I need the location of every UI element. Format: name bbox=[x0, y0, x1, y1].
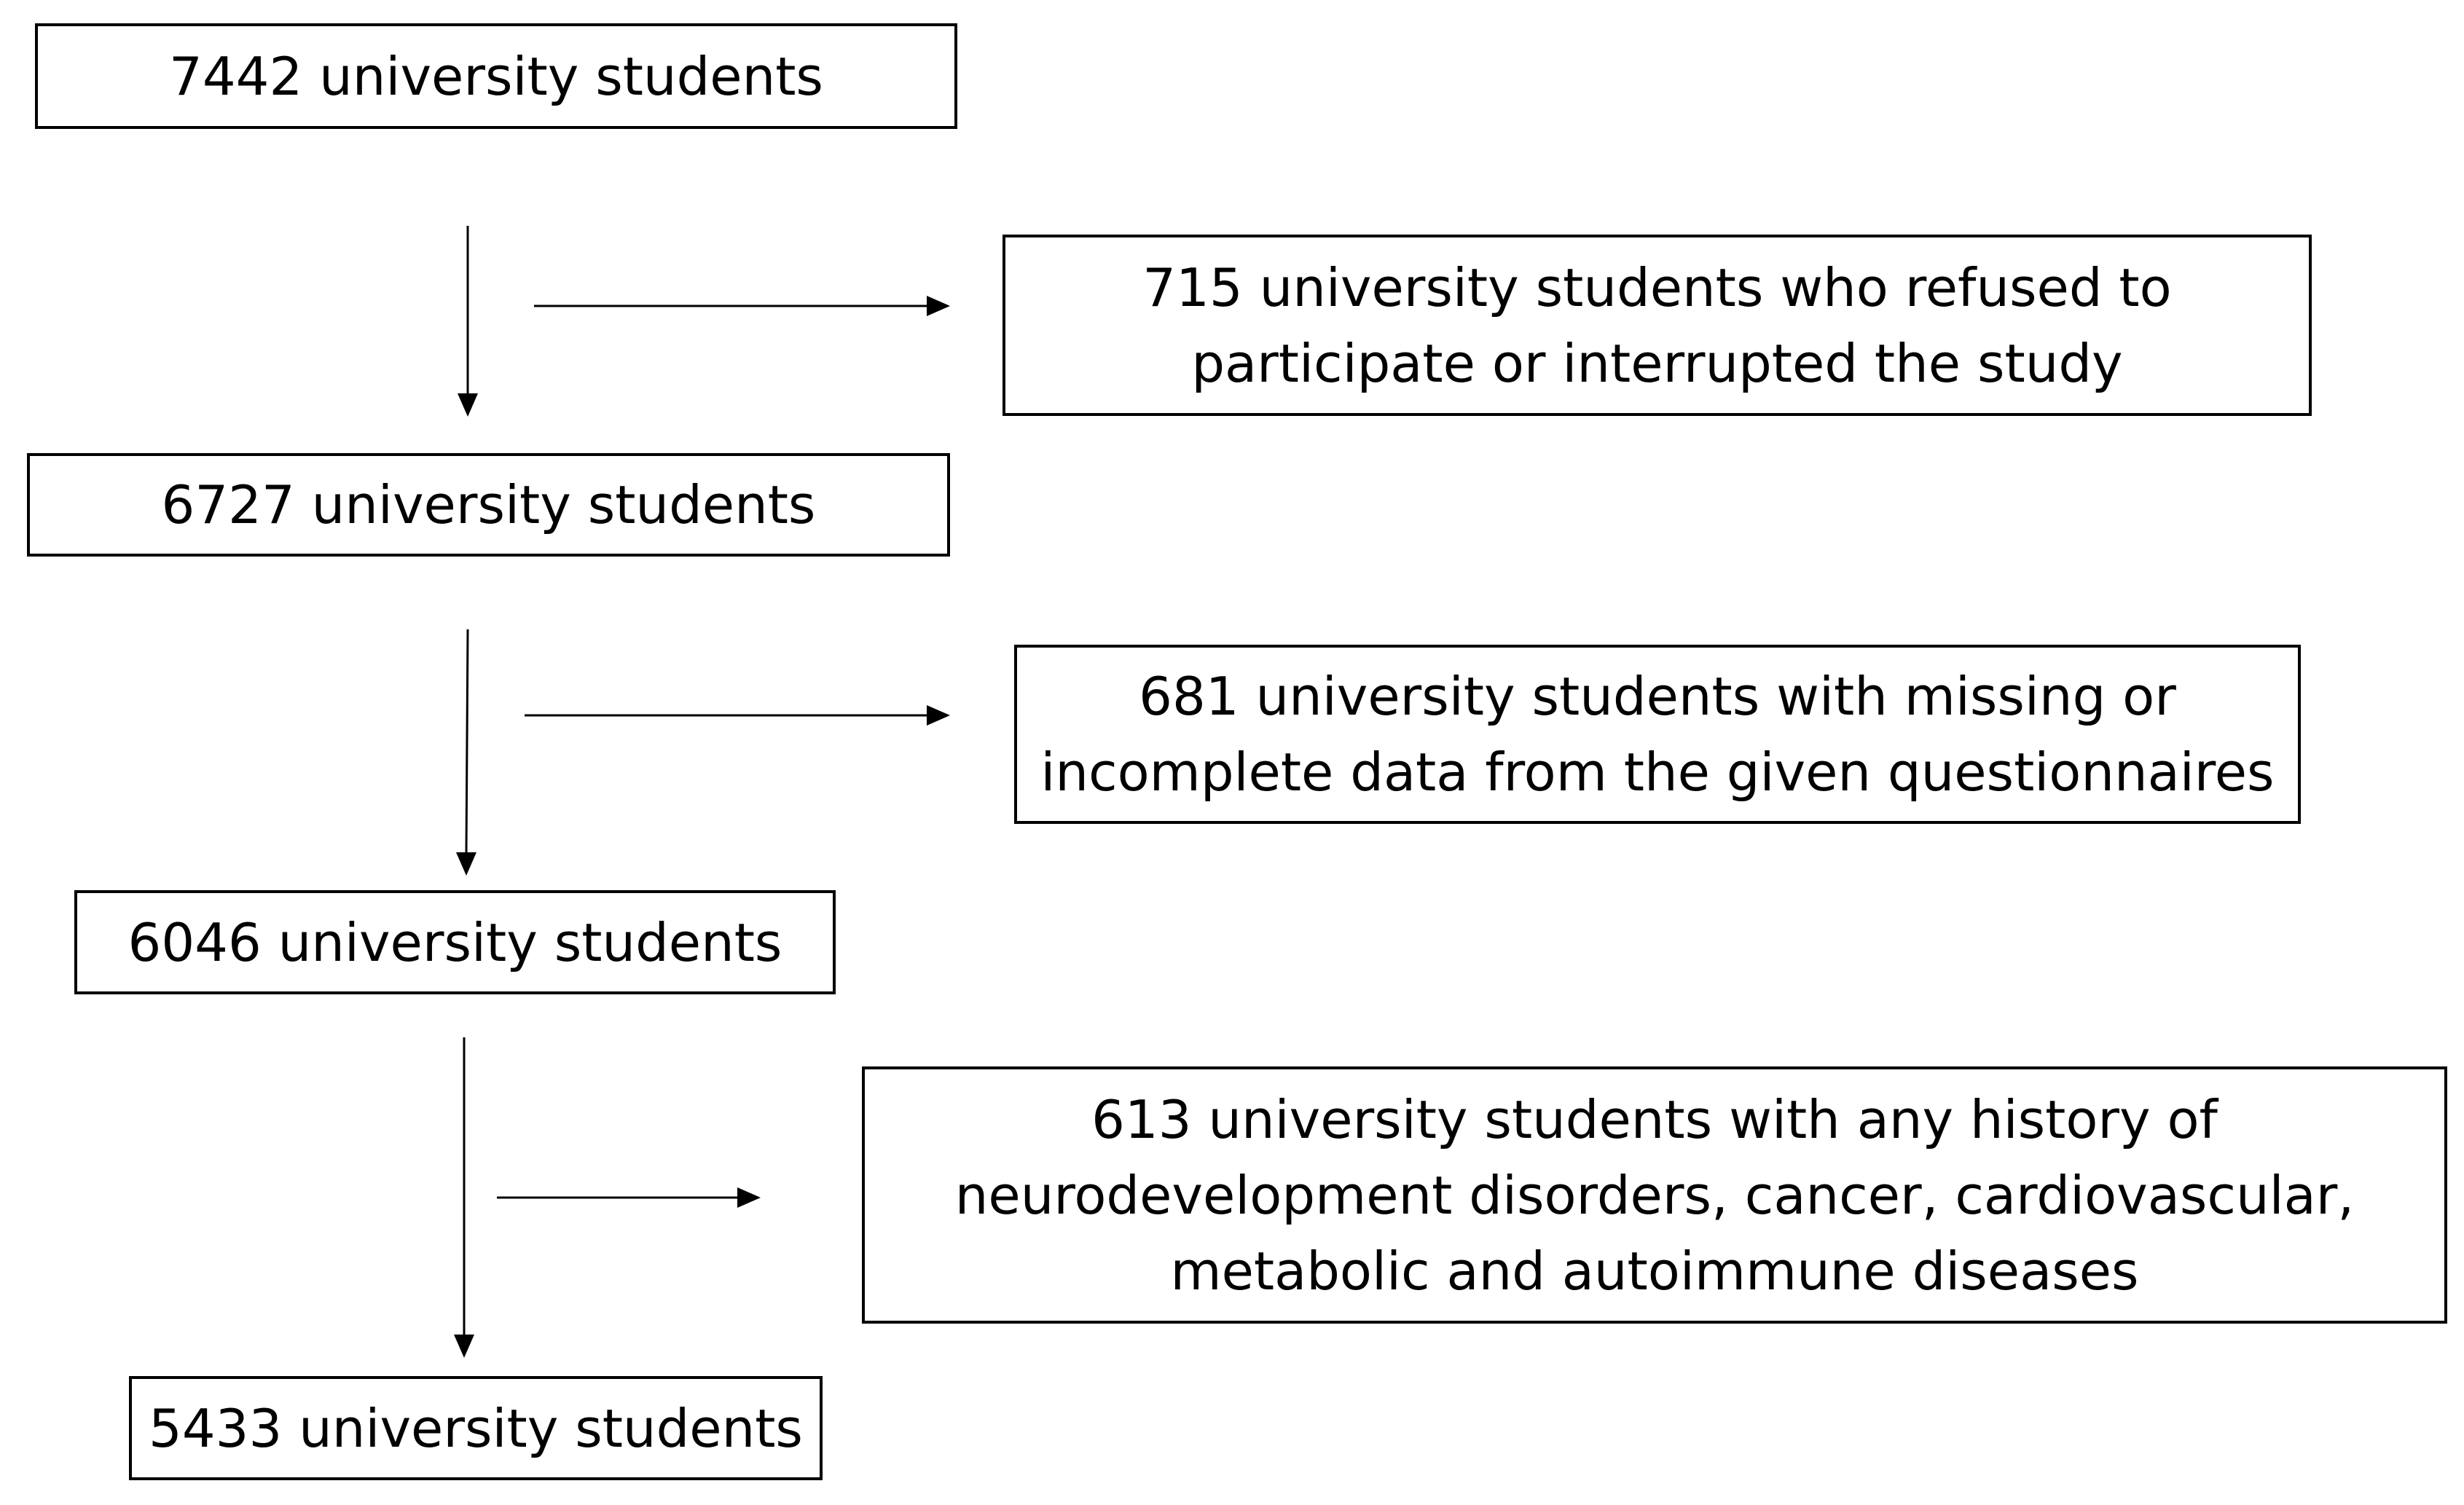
stage-label-3: 6046 university students bbox=[127, 911, 782, 973]
down-arrow-3 bbox=[454, 1037, 474, 1358]
stage-box-1: 7442 university students bbox=[35, 23, 957, 129]
exclusion-2-line-2: incomplete data from the given questionn… bbox=[1040, 742, 2275, 803]
stage-box-2: 6727 university students bbox=[27, 453, 950, 557]
down-arrow-2 bbox=[456, 629, 476, 876]
stage-box-3: 6046 university students bbox=[74, 890, 836, 994]
stage-box-4: 5433 university students bbox=[129, 1376, 823, 1480]
exclusion-2-line-1: 681 university students with missing or bbox=[1139, 666, 2176, 727]
down-arrow-1 bbox=[458, 226, 478, 417]
exclusion-3-line-3: metabolic and autoimmune diseases bbox=[1170, 1240, 2139, 1302]
exclusion-arrow-1 bbox=[534, 296, 950, 316]
exclusion-box-3: 613 university students with any history… bbox=[862, 1066, 2447, 1324]
exclusion-3-line-1: 613 university students with any history… bbox=[1091, 1088, 2218, 1150]
exclusion-1-line-2: participate or interrupted the study bbox=[1191, 332, 2123, 394]
exclusion-box-1: 715 university students who refused to p… bbox=[1003, 235, 2312, 416]
stage-label-1: 7442 university students bbox=[169, 45, 823, 107]
stage-label-4: 5433 university students bbox=[149, 1397, 803, 1459]
exclusion-text-3: 613 university students with any history… bbox=[955, 1082, 2354, 1309]
exclusion-text-2: 681 university students with missing or … bbox=[1040, 659, 2274, 810]
exclusion-3-line-2: neurodevelopment disorders, cancer, card… bbox=[954, 1164, 2355, 1226]
exclusion-arrow-3 bbox=[497, 1187, 761, 1208]
exclusion-1-line-1: 715 university students who refused to bbox=[1142, 256, 2172, 318]
exclusion-box-2: 681 university students with missing or … bbox=[1014, 645, 2301, 824]
stage-label-2: 6727 university students bbox=[161, 474, 816, 535]
exclusion-arrow-2 bbox=[525, 705, 950, 726]
exclusion-text-1: 715 university students who refused to p… bbox=[1142, 250, 2171, 401]
